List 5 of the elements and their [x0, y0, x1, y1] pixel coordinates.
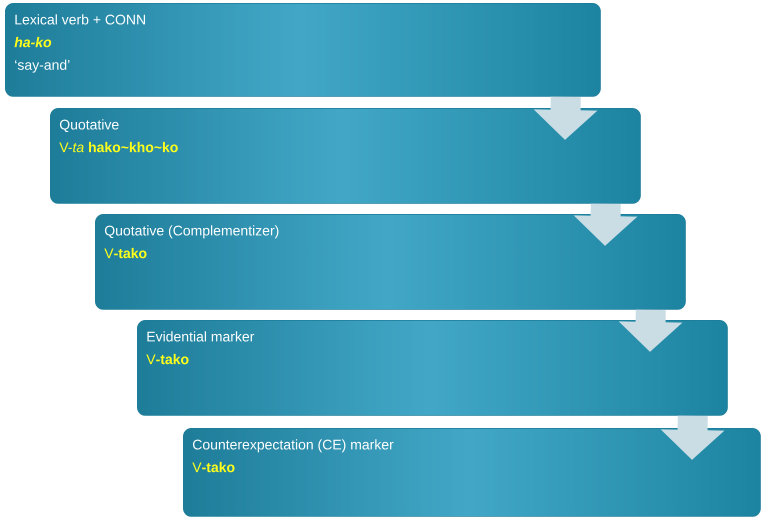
process-box: Lexical verb + CONN ha-ko ‘say-and’ [5, 3, 601, 97]
process-box: Counterexpectation (CE) marker V-tako [183, 428, 761, 517]
process-box: Evidential marker V-tako [137, 320, 728, 416]
process-box: Quotative V-ta hako~kho~ko [50, 108, 641, 204]
process-box: Quotative (Complementizer) V-tako [95, 214, 686, 310]
